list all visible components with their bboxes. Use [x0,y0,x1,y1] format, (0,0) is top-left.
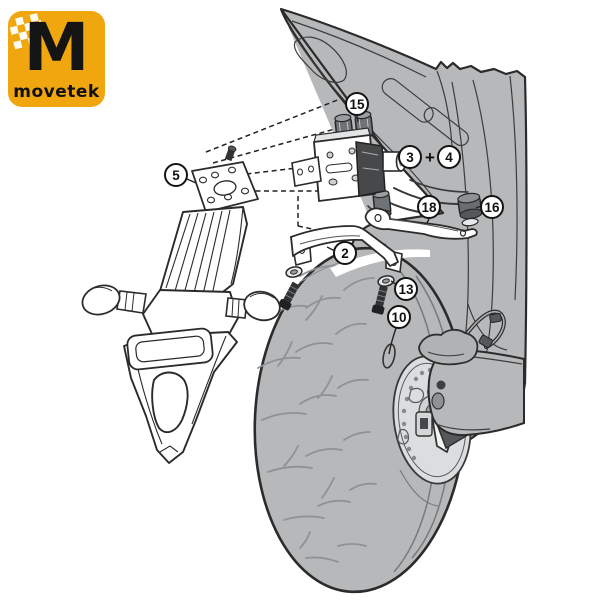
mount-plate-part-5 [191,145,259,213]
axle [431,392,445,410]
callout-4: 4 [437,145,461,169]
callout-plus-sign: + [425,148,435,167]
callout-10: 10 [387,305,411,329]
brand-logo: M movetek [8,11,105,107]
hose-clamp [478,334,493,349]
washer-right [377,275,395,287]
bolt-left [278,281,300,311]
bracket-left-arm [291,156,322,187]
callout-13: 13 [394,277,418,301]
brake-caliper-hose [418,309,506,366]
axle-nut [436,380,446,390]
bracket-part-2 [290,225,403,274]
swingarm [415,347,525,437]
bolt-right [371,285,388,315]
bushing-part-16 [457,192,483,227]
washer-left [285,266,303,278]
turn-signal-left [81,284,147,316]
callout-16: 16 [480,195,504,219]
callout-3: 3 [398,145,422,169]
callout-18: 18 [417,195,441,219]
rear-tire [253,246,467,594]
disc-slots [397,387,425,445]
undertail-gap [330,249,430,277]
washers-bolts [278,266,395,315]
turn-signal-right [225,290,281,322]
logo-monogram: M [23,11,90,86]
callout-2: 2 [333,241,357,265]
reflector-box [126,327,214,371]
license-plate-holder [81,206,281,464]
callout-5: 5 [164,163,188,187]
support-bracket-part-18 [364,207,478,240]
callout-15: 15 [345,92,369,116]
logo-brand-text: movetek [13,82,100,102]
caliper-body [418,328,479,366]
